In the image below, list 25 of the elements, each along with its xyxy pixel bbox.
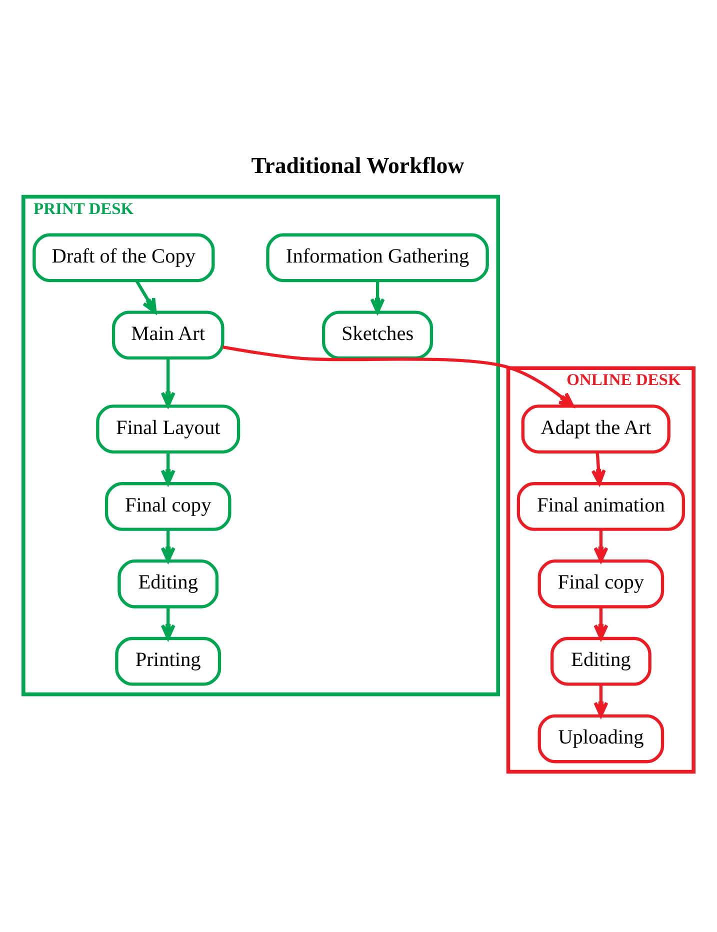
node-box: Final copy: [538, 558, 664, 608]
arrow: [160, 452, 176, 484]
node-box: Main Art: [112, 310, 224, 360]
arrow: [591, 451, 606, 484]
node-box: Draft of the Copy: [32, 232, 215, 282]
node-box: Printing: [115, 636, 222, 686]
node-box: Final Layout: [96, 404, 240, 453]
diagram-title: Traditional Workflow: [251, 152, 464, 178]
node-box: Final copy: [104, 482, 232, 530]
arrow: [135, 279, 157, 314]
node-box: Uploading: [538, 714, 664, 763]
arrow: [594, 684, 608, 717]
arrow: [594, 606, 608, 640]
arrow: [160, 606, 176, 640]
arrow: [370, 280, 385, 314]
node-box: Editing: [550, 636, 652, 686]
arrow: [222, 345, 574, 408]
node-box: Editing: [118, 558, 219, 608]
node-box: Information Gathering: [266, 232, 489, 282]
node-box: Adapt the Art: [521, 404, 670, 453]
arrow: [594, 528, 608, 562]
arrow: [160, 528, 176, 562]
node-box: Sketches: [322, 310, 434, 360]
node-box: Final animation: [516, 482, 686, 530]
arrow: [160, 358, 176, 407]
